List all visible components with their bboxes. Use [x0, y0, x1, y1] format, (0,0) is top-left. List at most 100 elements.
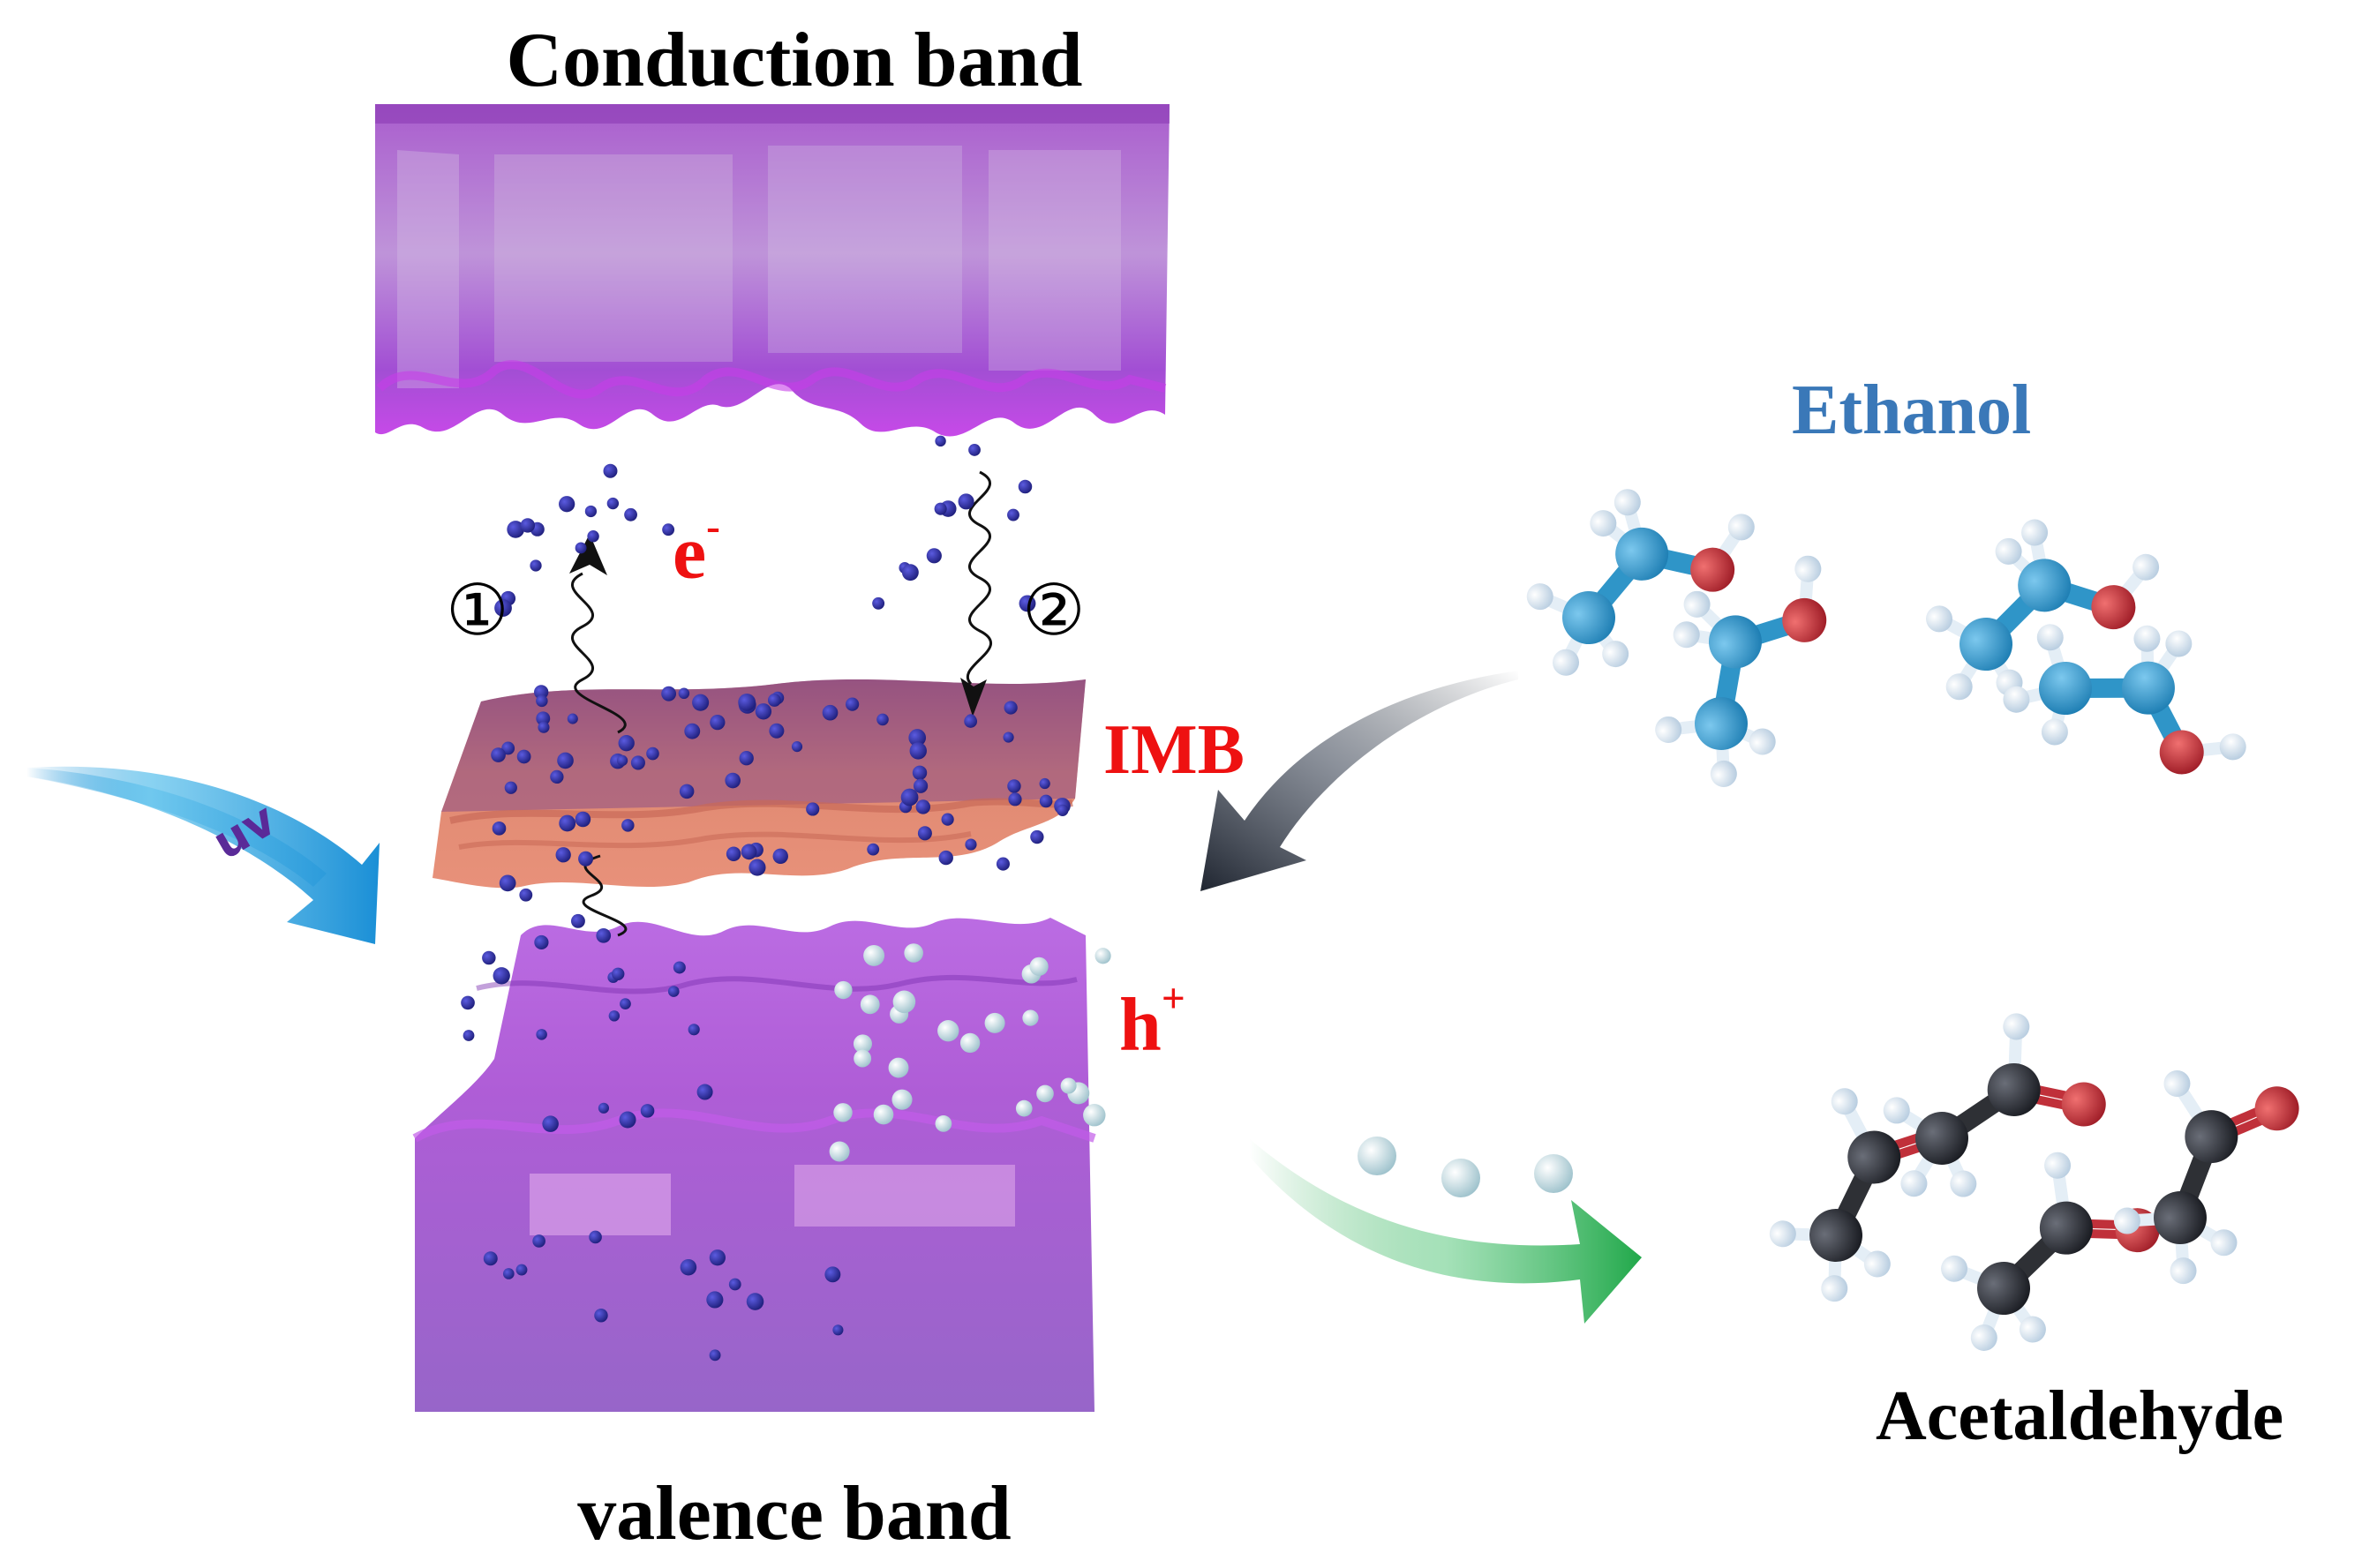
conduction-band-block [375, 104, 1170, 437]
hole [863, 944, 885, 966]
carbon-atom [1708, 615, 1762, 669]
electron [501, 741, 515, 755]
oxygen-atom [1782, 597, 1827, 642]
electron [748, 859, 766, 876]
electron [494, 599, 512, 617]
valence-band-label: valence band [577, 1471, 1012, 1557]
hole-symbol: h [1119, 981, 1162, 1067]
hole [833, 1103, 853, 1122]
electron [520, 518, 536, 533]
electron [461, 995, 475, 1010]
acetaldehyde-molecule [2113, 1069, 2299, 1285]
electron [934, 502, 947, 515]
hydrogen-atom [1794, 555, 1822, 582]
hole [1094, 948, 1111, 964]
hydrogen-atom [1602, 641, 1629, 668]
hole-particles [829, 943, 1111, 1162]
electron [876, 713, 889, 726]
electron [621, 819, 635, 832]
uv-arrow: uv [26, 766, 380, 944]
electron [935, 435, 946, 447]
electron [587, 530, 599, 543]
electron-charge: - [706, 504, 720, 550]
electron [550, 769, 564, 784]
electron-symbol: e [673, 509, 707, 595]
electron [596, 927, 612, 943]
hole [959, 1032, 981, 1054]
electron [534, 685, 549, 700]
hydrogen-atom [1769, 1220, 1796, 1248]
carbon-atom [1847, 1130, 1901, 1184]
electron [913, 778, 929, 793]
hydrogen-atom [2003, 1013, 2030, 1040]
electron [482, 950, 496, 965]
electron [680, 1258, 697, 1276]
hydrogen-atom [2003, 686, 2030, 713]
ethanol-molecule [2003, 624, 2246, 775]
electron [567, 713, 578, 724]
electron [709, 1349, 721, 1362]
oxygen-atom [2091, 585, 2136, 630]
hydrogen-atom [1749, 728, 1776, 755]
hydrogen-atom [1673, 621, 1700, 649]
released-holes [1358, 1137, 1573, 1197]
electron [964, 715, 978, 728]
electron [968, 444, 981, 456]
electron [1018, 479, 1033, 494]
hydrogen-atom [1900, 1170, 1928, 1197]
electron [502, 1268, 515, 1279]
electron [542, 1115, 559, 1132]
electron [746, 1293, 764, 1310]
electron [589, 1230, 602, 1244]
acetaldehyde-label: Acetaldehyde [1876, 1377, 2284, 1455]
imb-label: IMB [1103, 711, 1245, 789]
hole [853, 1034, 872, 1054]
ethanol-label: Ethanol [1792, 371, 2032, 449]
hydrogen-atom [1945, 673, 1973, 701]
hole [1015, 1099, 1033, 1117]
hole [1441, 1159, 1480, 1197]
electron [618, 735, 635, 752]
electron [620, 998, 631, 1009]
electron [606, 497, 620, 510]
electron [996, 857, 1010, 871]
electron [507, 521, 524, 538]
electron [1030, 829, 1044, 844]
electron [504, 781, 517, 794]
hole [892, 990, 916, 1014]
hole [1060, 1077, 1077, 1094]
carbon-atom [1615, 527, 1669, 581]
hole [829, 1141, 850, 1162]
excitation-path-lower [582, 854, 628, 937]
hole [891, 1089, 913, 1110]
oxygen-atom [1690, 547, 1735, 592]
hydrogen-atom [2019, 1316, 2046, 1343]
electron [692, 694, 710, 711]
hydrogen-atom [2113, 1207, 2140, 1234]
electron [900, 788, 919, 807]
hole [1036, 1084, 1054, 1103]
electron [824, 1266, 841, 1283]
hydrogen-atom [2165, 630, 2193, 657]
hydrogen-atom [1710, 760, 1737, 787]
carbon-atom [2185, 1110, 2238, 1164]
electron [534, 934, 549, 950]
electron [772, 848, 788, 865]
ethanol-molecule [1526, 489, 1755, 676]
electron [926, 548, 942, 564]
electron [901, 564, 919, 581]
hole [935, 1115, 952, 1132]
electron [915, 799, 931, 814]
electron [755, 703, 772, 720]
ethanol-molecules [1526, 489, 2246, 787]
electron [1039, 777, 1050, 790]
hole [1083, 1103, 1106, 1127]
electron [909, 742, 927, 760]
hydrogen-atom [2170, 1257, 2197, 1285]
electron [845, 697, 860, 711]
electron [867, 843, 880, 856]
electron [619, 1111, 636, 1129]
hydrogen-atom [2163, 1069, 2191, 1097]
electron [584, 505, 598, 518]
electron [646, 746, 659, 761]
